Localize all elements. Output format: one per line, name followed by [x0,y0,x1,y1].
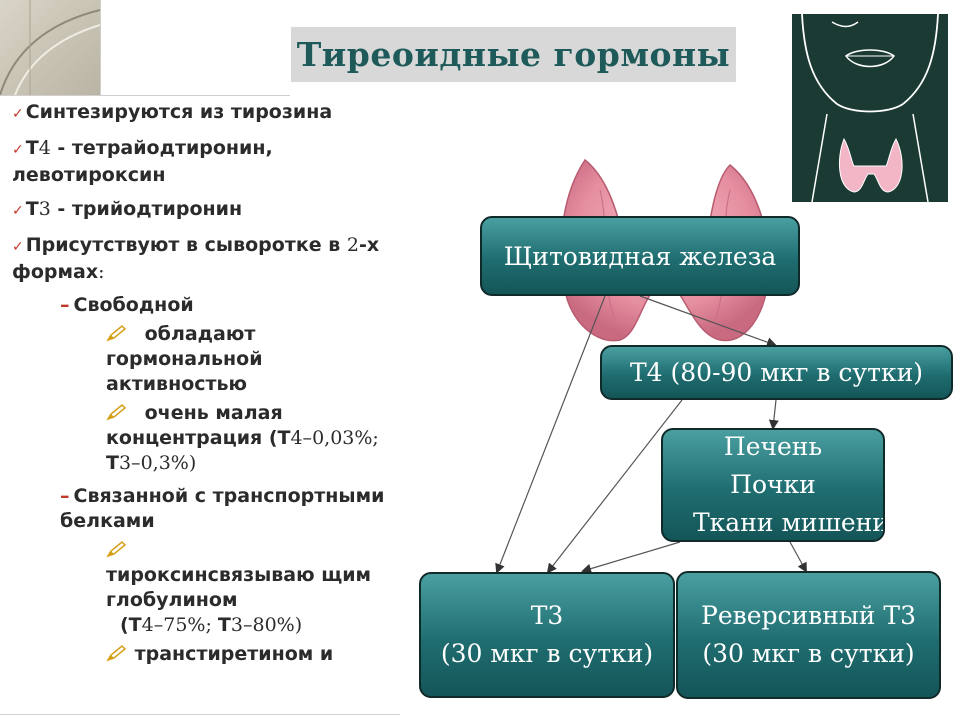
bullet-t4: ✓Т4 - тетрайодтиронин, левотироксин [12,136,390,188]
box-line: (30 мкг в сутки) [440,639,654,668]
arrow-t4-to-liver [768,399,779,430]
box-line: Т3 [530,601,564,630]
box-line: Печень [723,432,823,461]
check-icon: ✓ [12,106,24,122]
box-t4: Т4 (80-90 мкг в сутки) [600,345,953,400]
sub-item-text: очень малая концентрация (Т [106,402,291,449]
free-form-label: Свободной [73,294,194,316]
sub-item-prefix: Т [106,452,119,474]
page-title: Тиреоидные гормоны [296,35,731,74]
pencil-icon [106,644,128,662]
arrow-liver-to-rt3 [789,541,807,573]
dash-icon: – [60,294,70,316]
check-icon: ✓ [12,203,24,219]
pencil-icon [106,324,128,342]
pencil-icon [106,403,128,421]
bullet-list: ✓Синтезируются из тирозина ✓Т4 - тетрайо… [12,100,390,667]
sub-item-value: 0,3%) [140,452,197,474]
bullet-synthesis: ✓Синтезируются из тирозина [12,100,390,127]
corner-decoration [0,0,100,95]
sub-item-text: транстиретином и [134,643,334,665]
box-line: (30 мкг в сутки) [702,639,915,668]
bullet-text: - трийодтиронин [50,198,243,220]
bullet-t3: ✓Т3 - трийодтиронин [12,197,390,224]
sub-item-text: тироксинсвязываю щим глобулином [106,564,372,611]
check-icon: ✓ [12,142,24,158]
box-line: Реверсивный Т3 [701,601,916,630]
bound-form-item-tbg: тироксинсвязываю щим глобулином (Т4–75%;… [12,538,390,638]
bullet-prefix: Т [25,137,39,159]
sub-item-num: 4– [290,427,313,449]
box-thyroid-gland: Щитовидная железа [480,216,800,296]
box-t3: Т3 (30 мкг в сутки) [419,572,675,698]
sub-item-value: 80%) [252,614,303,636]
bullet-text: -х формах [12,234,380,283]
bullet-num: 2 [346,234,359,256]
bullet-text: Синтезируются из тирозина [25,101,333,123]
pencil-icon [106,540,128,558]
sub-item-value: 0,03%; [312,427,379,449]
sub-item-num: 4– [141,614,164,636]
check-icon: ✓ [12,239,24,255]
bullet-num: 4 [38,137,51,159]
box-label: Т4 (80-90 мкг в сутки) [629,358,924,387]
decor-rule-bottom [0,714,400,715]
box-line: Почки [730,470,816,499]
sub-item-text: обладают гормональной активностью [106,323,263,395]
arrow-liver-to-t3 [581,541,681,574]
bullet-num: 3 [38,198,51,220]
sub-item-value: 75%; [163,614,218,636]
face-neck-icon [792,14,948,202]
decor-rule-vertical [100,0,101,95]
dash-icon: – [60,485,70,507]
sub-item-num: 3– [230,614,253,636]
bound-form-item-ttr: транстиретином и [12,642,390,667]
free-form-item-activity: обладают гормональной активностью [12,322,390,397]
box-line: Ткани мишени [693,508,885,537]
bullet-text: - тетрайодтиронин, левотироксин [12,137,273,186]
bound-form-heading: –Связанной с транспортными белками [12,484,390,534]
bound-form-label: Связанной с транспортными белками [60,485,385,532]
box-liver-kidney-tissue: Печень Почки Ткани мишени [661,428,885,542]
sub-item-prefix: Т [217,614,231,636]
free-form-item-concentration: очень малая концентрация (Т4–0,03%; Т3–0… [12,401,390,476]
bullet-forms: ✓Присутствуют в сыворотке в 2-х формах: [12,233,390,285]
title-banner: Тиреоидные гормоны [291,27,736,82]
bullet-tail: : [98,261,105,283]
box-label: Щитовидная железа [503,241,777,271]
sub-item-prefix: (Т [120,614,142,636]
box-reverse-t3: Реверсивный Т3 (30 мкг в сутки) [676,571,941,699]
sub-item-num: 3– [118,452,141,474]
bullet-text: Присутствуют в сыворотке в [25,234,347,256]
decor-rule-horizontal [0,95,290,96]
free-form-heading: –Свободной [12,293,390,318]
bullet-prefix: Т [25,198,39,220]
